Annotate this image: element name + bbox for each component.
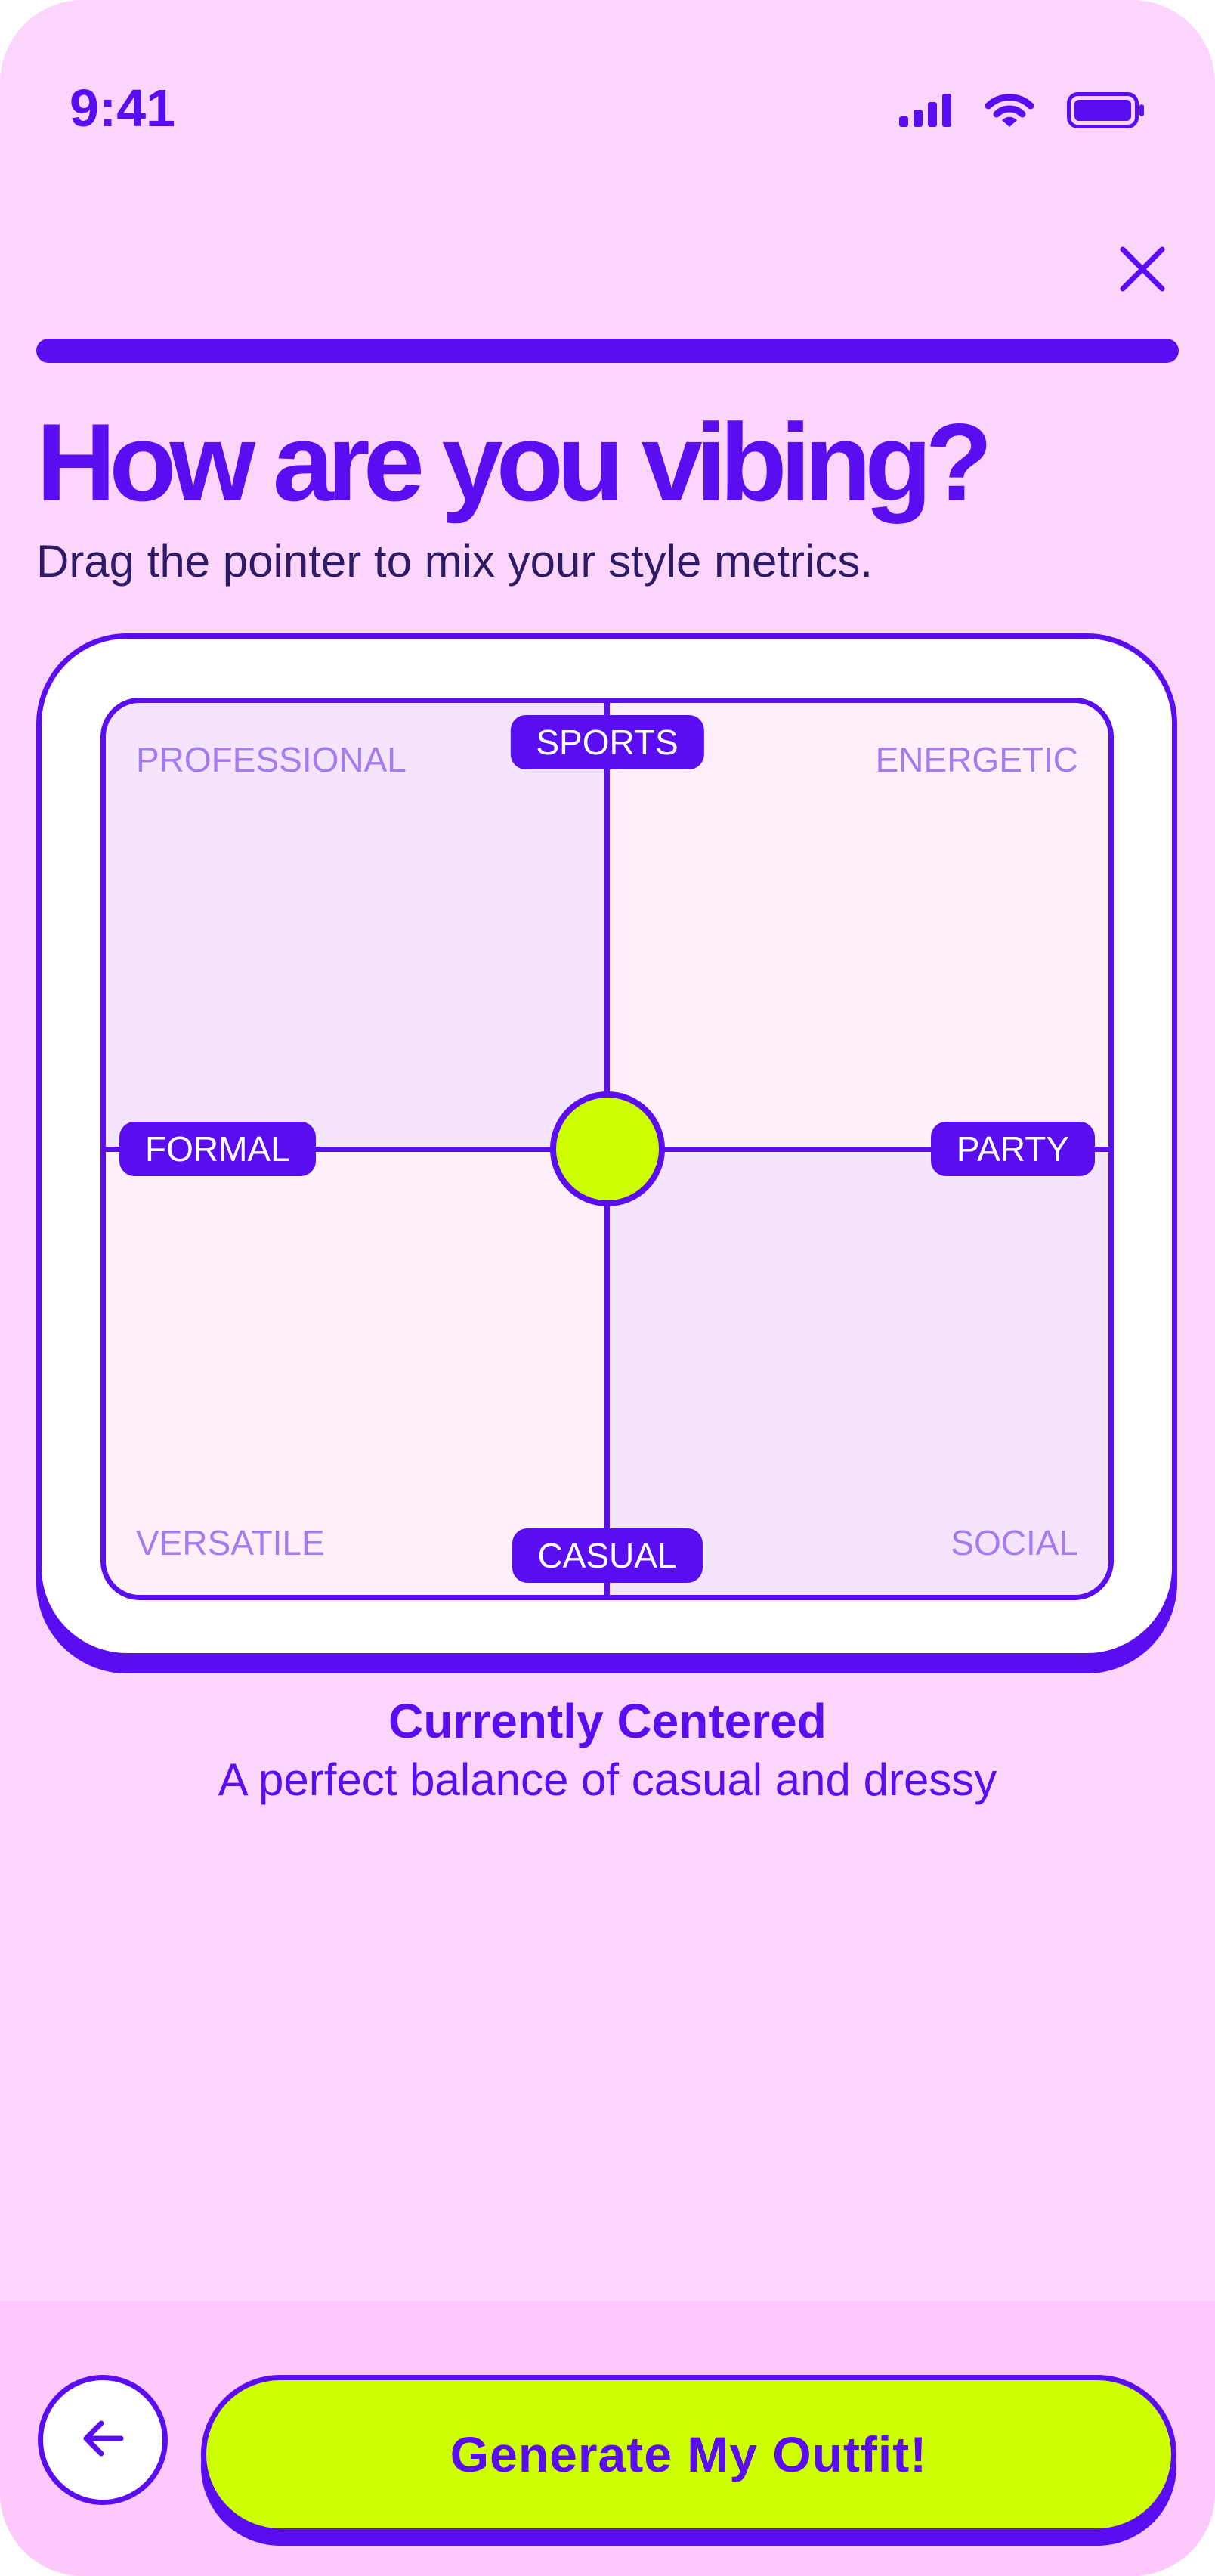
corner-label-professional: PROFESSIONAL [136,740,407,779]
corner-label-energetic: ENERGETIC [875,740,1078,779]
bottom-action-bar: Generate My Outfit! [0,2301,1215,2576]
axis-label-party: PARTY [930,1122,1095,1176]
close-icon [1120,246,1165,296]
quadrant-top-left [106,703,608,1149]
status-time: 9:41 [70,79,176,138]
status-icons [899,92,1145,128]
page-title: How are you vibing? [36,401,993,524]
quadrant-bottom-right [607,1149,1108,1595]
style-pointer-handle[interactable] [549,1091,665,1206]
corner-label-social: SOCIAL [951,1523,1078,1562]
style-grid[interactable]: PROFESSIONAL ENERGETIC VERSATILE SOCIAL … [100,698,1114,1600]
corner-label-versatile: VERSATILE [136,1523,325,1562]
close-button[interactable] [1112,240,1173,301]
battery-icon [1067,92,1145,128]
position-status-description: A perfect balance of casual and dressy [218,1754,997,1805]
position-status-title: Currently Centered [388,1694,827,1748]
axis-label-casual: CASUAL [512,1528,703,1583]
generate-outfit-button[interactable]: Generate My Outfit! [201,2375,1176,2534]
progress-bar [36,339,1179,363]
page-subtitle: Drag the pointer to mix your style metri… [36,536,873,587]
quadrant-bottom-left [106,1149,608,1595]
arrow-left-icon [79,2417,127,2463]
wifi-icon [985,92,1034,128]
axis-label-sports: SPORTS [510,715,704,769]
cellular-signal-icon [899,94,952,127]
style-grid-card: PROFESSIONAL ENERGETIC VERSATILE SOCIAL … [36,633,1177,1658]
quadrant-top-right [607,703,1108,1149]
back-button[interactable] [38,2375,168,2505]
axis-label-formal: FORMAL [119,1122,316,1176]
